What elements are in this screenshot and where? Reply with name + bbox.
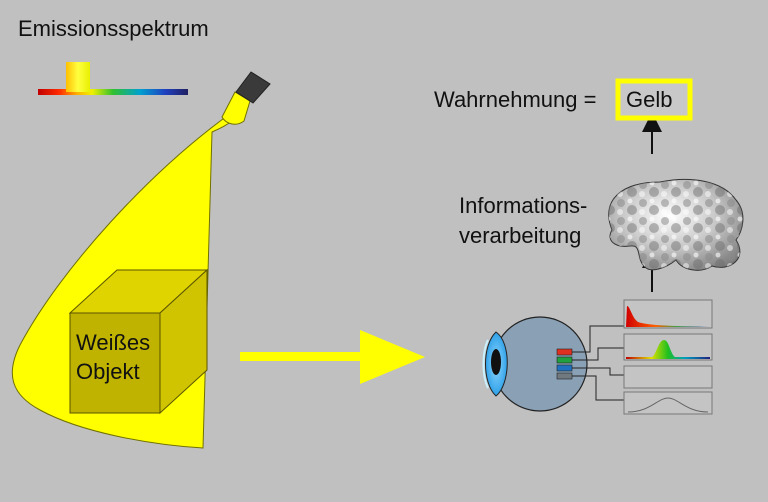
object-label-line2: Objekt bbox=[76, 359, 140, 384]
sensitivity-box-long bbox=[623, 299, 713, 329]
spectrum-baseline bbox=[38, 89, 188, 95]
eye-icon bbox=[482, 316, 588, 412]
spectrum-peak bbox=[66, 62, 90, 92]
perceived-color-value: Gelb bbox=[626, 87, 673, 112]
cone-long-receptor bbox=[556, 348, 573, 356]
cone-short-receptor bbox=[556, 364, 573, 372]
light-direction-arrow bbox=[240, 330, 425, 384]
processing-label-line2: verarbeitung bbox=[459, 223, 582, 248]
rod-receptor bbox=[556, 372, 573, 380]
emission-spectrum-plot bbox=[38, 62, 188, 95]
perceived-color-box bbox=[615, 78, 693, 121]
processing-label-line1: Informations- bbox=[459, 193, 588, 218]
sensitivity-box-medium bbox=[623, 333, 713, 361]
white-object-cube bbox=[68, 268, 209, 415]
sensitivity-box-rod bbox=[623, 391, 713, 415]
sensitivity-box-short bbox=[623, 365, 713, 389]
flashlight-icon bbox=[221, 71, 271, 125]
perception-label: Wahrnehmung = bbox=[434, 87, 597, 112]
emission-spectrum-title: Emissionsspektrum bbox=[18, 16, 209, 41]
cone-medium-receptor bbox=[556, 356, 573, 364]
receptor-connectors bbox=[572, 325, 624, 401]
cube-front bbox=[69, 312, 161, 414]
brain-icon bbox=[608, 178, 744, 271]
object-label-line1: Weißes bbox=[76, 330, 151, 355]
